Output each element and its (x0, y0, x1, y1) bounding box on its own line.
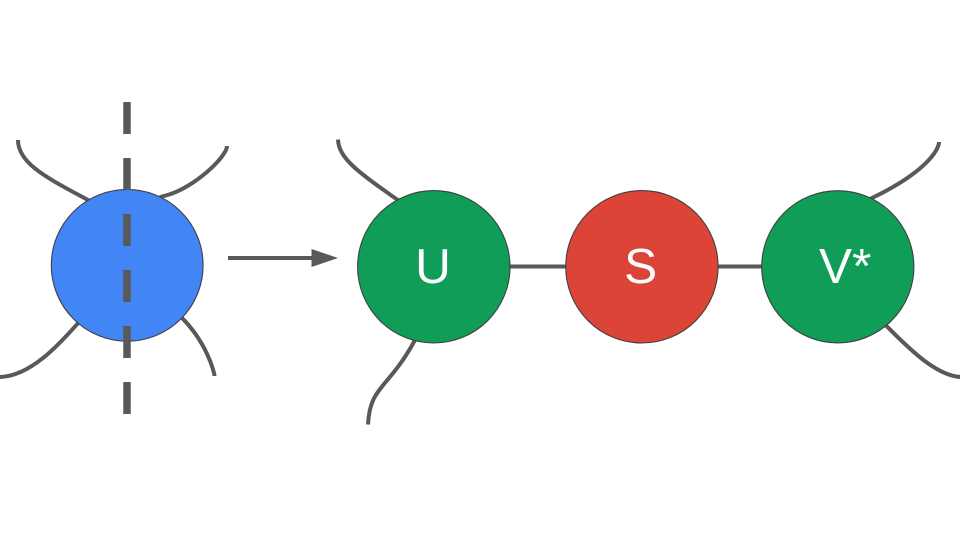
svg-text:S: S (624, 239, 657, 294)
svg-text:V*: V* (819, 239, 871, 294)
svg-text:U: U (415, 239, 451, 294)
